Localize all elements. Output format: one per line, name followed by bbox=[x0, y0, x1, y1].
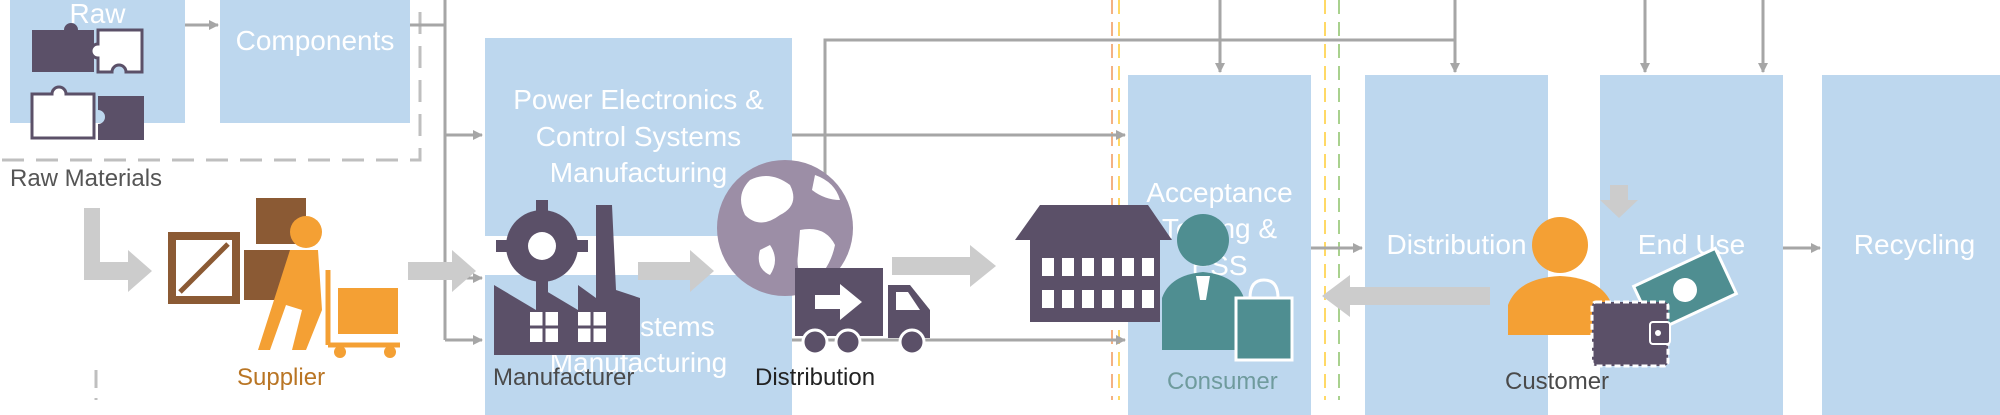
components-box: Components bbox=[220, 0, 410, 123]
puzzle-icon bbox=[30, 23, 144, 140]
diagram-overlay bbox=[2, 0, 1821, 400]
consumer-icon bbox=[1162, 214, 1294, 362]
factory-icon bbox=[494, 200, 640, 355]
distribution-box: Distribution bbox=[1365, 75, 1548, 415]
raw-materials-dashed-boundary bbox=[2, 0, 422, 162]
supplier-icon bbox=[168, 198, 400, 358]
flow-arrows bbox=[84, 185, 1638, 317]
raw-materials-label: Raw Materials bbox=[10, 165, 163, 192]
customer-icon bbox=[1508, 217, 1739, 368]
supplier-label: Supplier bbox=[237, 364, 326, 391]
truck-icon bbox=[795, 268, 930, 356]
distribution-label: Distribution bbox=[755, 364, 876, 391]
customer-label: Customer bbox=[1505, 368, 1610, 395]
recycling-box: Recycling bbox=[1822, 75, 2000, 415]
building-icon bbox=[1015, 205, 1172, 322]
connector-arrows bbox=[185, 0, 1821, 345]
consumer-label: Consumer bbox=[1167, 368, 1278, 395]
manufacturer-label: Manufacturer bbox=[493, 364, 635, 391]
